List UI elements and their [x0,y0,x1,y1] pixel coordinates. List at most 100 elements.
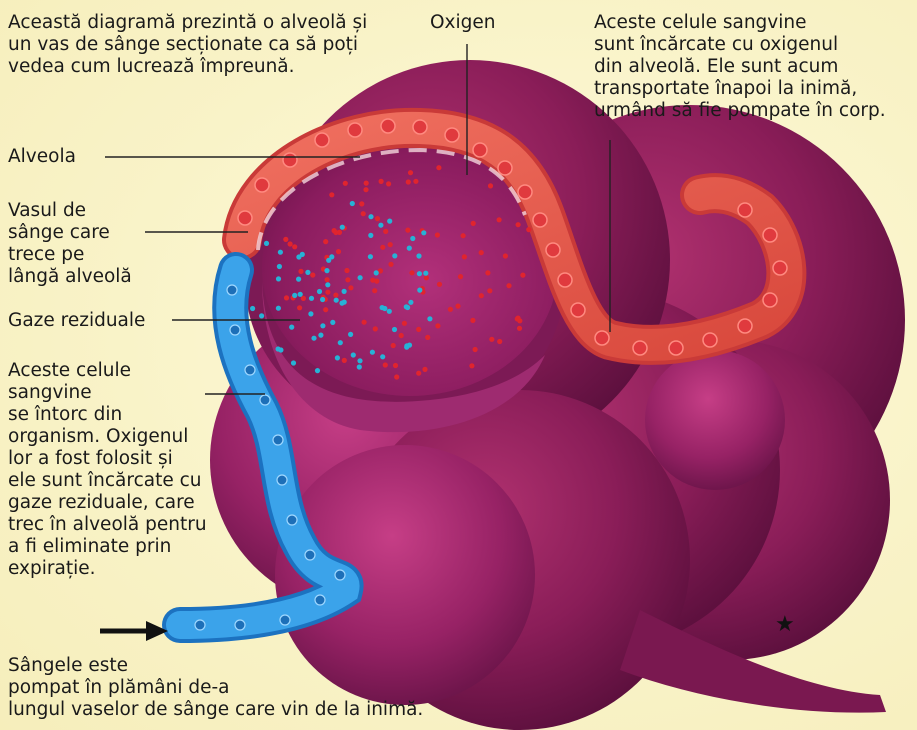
blue-blood-cell [280,615,290,625]
waste-gas-molecule [278,250,283,255]
waste-gas-molecule [423,271,428,276]
oxygen-molecule [497,217,502,222]
oxygen-molecule [343,181,348,186]
oxygen-molecule [406,179,411,184]
blue-blood-cell [245,365,255,375]
oxygen-molecule [362,320,367,325]
oxygen-molecule [283,237,288,242]
waste-gas-molecule [427,316,432,321]
oxygen-molecule [471,221,476,226]
red-blood-cell [315,133,329,147]
waste-gas-molecule [387,309,392,314]
oxygen-molecule [325,277,330,282]
oxygen-molecule [373,326,378,331]
blood-pumped-text: Sângele este pompat în plămâni de-a lung… [8,655,423,721]
waste-gas-molecule [368,254,373,259]
oxygen-molecule [332,228,337,233]
oxygen-molecule [364,181,369,186]
waste-gas-molecule [315,368,320,373]
oxygen-molecule [345,277,350,282]
oxygen-molecule [333,293,338,298]
oxygen-molecule [379,179,384,184]
red-blood-cell [703,333,717,347]
oxygen-molecule [470,318,475,323]
oxygen-molecule [448,307,453,312]
red-blood-cell [533,213,547,227]
waste-gas-molecule [368,233,373,238]
waste-gas-molecule [329,254,334,259]
oxygen-molecule [526,227,531,232]
oxygen-molecule [461,233,466,238]
oxygen-molecule [516,222,521,227]
waste-gas-molecule [350,201,355,206]
waste-gas-molecule [357,358,362,363]
waste-gas-molecule [380,354,385,359]
waste-gas-molecule [407,246,412,251]
waste-gas-molecule [408,300,413,305]
oxygen-molecule [408,170,413,175]
blue-blood-cell [195,620,205,630]
oxygen-molecule [336,249,341,254]
oxygen-molecule [288,241,293,246]
waste-gas-molecule [404,304,409,309]
oxygen-molecule [503,253,508,258]
blue-blood-cell [335,570,345,580]
waste-gas-molecule [276,306,281,311]
oxygen-molecule [325,290,330,295]
oxygen-molecule [323,239,328,244]
waste-gas-molecule [392,327,397,332]
oxygen-molecule [413,179,418,184]
red-blood-cell [413,120,427,134]
red-blood-cell [558,273,572,287]
oxygen-molecule [298,269,303,274]
red-blood-cell [445,128,459,142]
waste-gas-molecule [416,253,421,258]
waste-gas-molecule [330,320,335,325]
oxygen-molecule [416,371,421,376]
red-blood-cell [738,319,752,333]
waste-gas-molecule [387,219,392,224]
oxygen-molecule [422,367,427,372]
oxygen-molecule [399,333,404,338]
oxygen-molecule [301,296,306,301]
oxygen-molecule [329,192,334,197]
oxygen-molecule [520,273,525,278]
oxygen-molecule [342,358,347,363]
red-blood-cell [546,243,560,257]
oxygen-molecule [435,232,440,237]
waste-gas-molecule [357,364,362,369]
waste-gas-molecule [300,252,305,257]
inflow-arrow [100,621,168,641]
blue-blood-cell [277,475,287,485]
oxygen-molecule [479,293,484,298]
oxygen-molecule [383,229,388,234]
waste-gas-molecule [368,214,373,219]
oxygen-molecule [388,242,393,247]
star-icon: ★ [775,614,795,636]
oxygen-molecule [485,270,490,275]
waste-gas-molecule [417,288,422,293]
oxygen-molecule [424,275,429,280]
oxygen-molecule [402,321,407,326]
oxygen-molecule [348,285,353,290]
waste-gas-molecule [370,350,375,355]
blue-blood-cell [235,620,245,630]
red-blood-cell [738,203,752,217]
red-blood-cell [763,228,777,242]
oxygen-molecule [323,307,328,312]
oxygen-molecule [462,254,467,259]
oxygen-molecule [479,250,484,255]
oxygen-molecule [284,295,289,300]
waste-gas-molecule [318,333,323,338]
waste-gas-molecule [404,343,409,348]
oxygen-molecule [425,335,430,340]
oxygen-molecule [391,343,396,348]
red-blood-cell [498,161,512,175]
red-blood-cell [595,331,609,345]
oxygenated-cells-text: Aceste celule sangvine sunt încărcate cu… [594,12,886,122]
intro-text: Această diagramă prezintă o alveolă și u… [8,12,367,78]
waste-gas-molecule [358,275,363,280]
blue-blood-cell [273,435,283,445]
blue-blood-cell [305,550,315,560]
waste-gas-molecule [340,225,345,230]
